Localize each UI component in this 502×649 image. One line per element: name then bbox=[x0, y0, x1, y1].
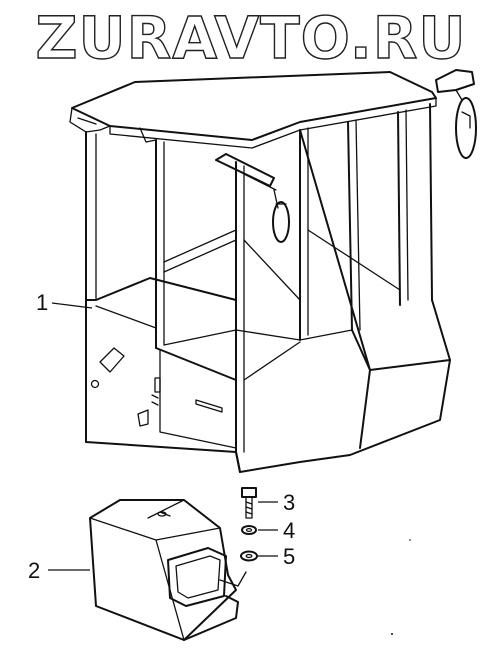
speck bbox=[409, 539, 411, 541]
flat-washer bbox=[240, 550, 258, 562]
callout-2: 2 bbox=[28, 558, 40, 583]
callout-5: 5 bbox=[283, 544, 295, 569]
lock-washer bbox=[241, 525, 257, 535]
callout-1: 1 bbox=[36, 290, 48, 315]
bolt bbox=[241, 487, 257, 519]
leader-1 bbox=[51, 302, 93, 309]
callout-4: 4 bbox=[283, 518, 295, 543]
cab-roof bbox=[71, 71, 437, 141]
cab-assembly bbox=[69, 69, 477, 473]
cover-bracket bbox=[89, 499, 247, 641]
speck bbox=[391, 633, 393, 635]
watermark-text: ZURAVTO.RU bbox=[35, 4, 466, 72]
callout-3: 3 bbox=[283, 490, 295, 515]
